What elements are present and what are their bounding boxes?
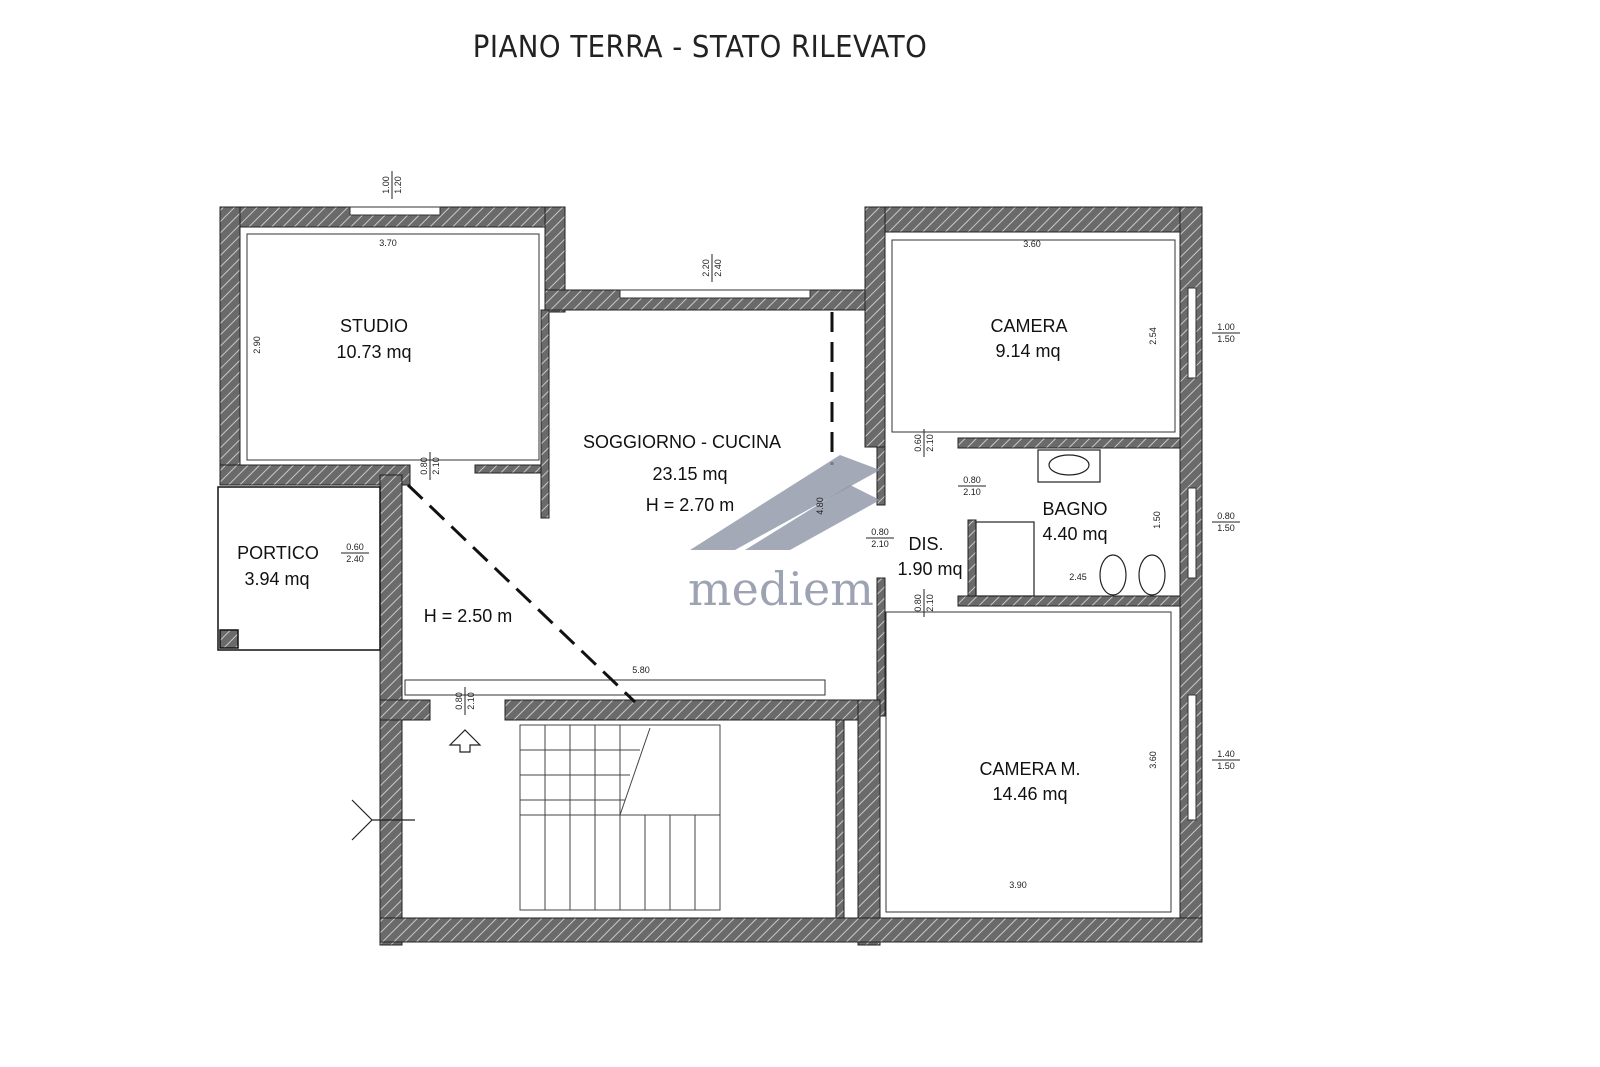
camera-m-window (1187, 694, 1197, 821)
wall-ingresso-bottom-left (379, 699, 431, 721)
camera-name: CAMERA (990, 316, 1067, 336)
page-title: PIANO TERRA - STATO RILEVATO (472, 30, 928, 65)
dim-camera-height: 2.54 (1148, 327, 1158, 345)
bagno-door-height: 2.10 (963, 487, 981, 497)
dim-camera-m-height: 3.60 (1148, 751, 1158, 769)
bagno-area: 4.40 mq (1042, 524, 1107, 544)
dis-door-height: 2.10 (871, 539, 889, 549)
soggiorno-window-height: 2.40 (713, 259, 723, 277)
soggiorno-name: SOGGIORNO - CUCINA (583, 432, 781, 452)
wall-bagno-bottom (957, 595, 1181, 607)
camera-door-width: 0.60 (913, 434, 923, 452)
studio-window-width: 1.00 (381, 176, 391, 194)
bidet (1138, 554, 1166, 596)
wall-right-left (864, 206, 886, 448)
camera-m-door-width: 0.80 (913, 594, 923, 612)
soggiorno-area: 23.15 mq (652, 464, 727, 484)
soggiorno-height: H = 2.70 m (646, 495, 735, 515)
camera-m-door-height: 2.10 (925, 594, 935, 612)
camera-m-window-width: 1.40 (1217, 749, 1235, 759)
dim-camera-width: 3.60 (1023, 239, 1041, 249)
dimension-labels: 3.70 2.90 3.60 2.54 5.80 4.80 1.50 2.45 … (252, 238, 1162, 890)
toilet (1099, 554, 1127, 596)
dis-area: 1.90 mq (897, 559, 962, 579)
dim-camera-m-width: 3.90 (1009, 880, 1027, 890)
bagno-name: BAGNO (1042, 499, 1107, 519)
watermark-text: mediem (688, 562, 874, 616)
wall-studio-right (544, 206, 566, 313)
camera-m-area: 14.46 mq (992, 784, 1067, 804)
stair-door-width: 0.80 (454, 692, 464, 710)
wall-dis-left-upper (876, 446, 886, 506)
wall-studio-left (219, 206, 241, 486)
dim-studio-height: 2.90 (252, 336, 262, 354)
portico-door-height: 2.40 (346, 554, 364, 564)
camera-window-width: 1.00 (1217, 322, 1235, 332)
dis-door-width: 0.80 (871, 527, 889, 537)
wall-bagno-left (967, 519, 977, 597)
dim-studio-width: 3.70 (379, 238, 397, 248)
wall-ingresso-bottom (504, 699, 866, 721)
bagno-window-height: 1.50 (1217, 523, 1235, 533)
opening-labels: 1.00 1.20 2.20 2.40 1.00 1.50 0.80 1.50 … (341, 171, 1240, 771)
studio-name: STUDIO (340, 316, 408, 336)
windows (349, 206, 1197, 821)
wall-bottom (379, 917, 1203, 943)
studio-window-height: 1.20 (393, 176, 403, 194)
stair-door-height: 2.10 (466, 692, 476, 710)
soggiorno-window-width: 2.20 (701, 259, 711, 277)
watermark-logo: mediem (688, 455, 880, 616)
camera-area: 9.14 mq (995, 341, 1060, 361)
dim-bagno-width: 2.45 (1069, 572, 1087, 582)
dim-soggiorno-depth: 4.80 (815, 497, 825, 515)
bagno-fixtures (975, 449, 1166, 597)
studio-door-height: 2.10 (431, 457, 441, 475)
dis-name: DIS. (908, 534, 943, 554)
finish-lines (246, 233, 1176, 913)
wall-right-top (864, 206, 1203, 233)
studio-door-width: 0.80 (419, 457, 429, 475)
soggiorno-window (619, 289, 811, 299)
bagno-door-width: 0.80 (963, 475, 981, 485)
camera-window-height: 1.50 (1217, 334, 1235, 344)
dim-bagno-height: 1.50 (1152, 511, 1162, 529)
wall-dis-left-lower (876, 577, 886, 717)
entrance-markers (351, 729, 482, 841)
stairs (519, 724, 721, 911)
portico-outline (217, 486, 381, 651)
camera-window (1187, 287, 1197, 379)
portico-door-width: 0.60 (346, 542, 364, 552)
camera-m-name: CAMERA M. (979, 759, 1080, 779)
dashed-lines (406, 312, 834, 704)
bagno-window-width: 0.80 (1217, 511, 1235, 521)
wall-camera-m-left (857, 699, 881, 946)
bagno-window (1187, 487, 1197, 579)
ingresso-height: H = 2.50 m (424, 606, 513, 626)
dim-soggiorno-length: 5.80 (632, 665, 650, 675)
wall-studio-bottom (219, 464, 411, 486)
portico-name: PORTICO (237, 543, 319, 563)
camera-door-height: 2.10 (925, 434, 935, 452)
wall-studio-bottom-right (474, 464, 546, 474)
wall-camera-bottom (957, 437, 1181, 449)
shower (975, 521, 1035, 597)
wall-soggiorno-inner-left (540, 309, 550, 519)
studio-area: 10.73 mq (336, 342, 411, 362)
portico-area: 3.94 mq (244, 569, 309, 589)
room-labels: STUDIO 10.73 mq SOGGIORNO - CUCINA 23.15… (237, 316, 1107, 804)
studio-window (349, 206, 441, 216)
wall-stair-right (835, 719, 845, 919)
camera-m-window-height: 1.50 (1217, 761, 1235, 771)
